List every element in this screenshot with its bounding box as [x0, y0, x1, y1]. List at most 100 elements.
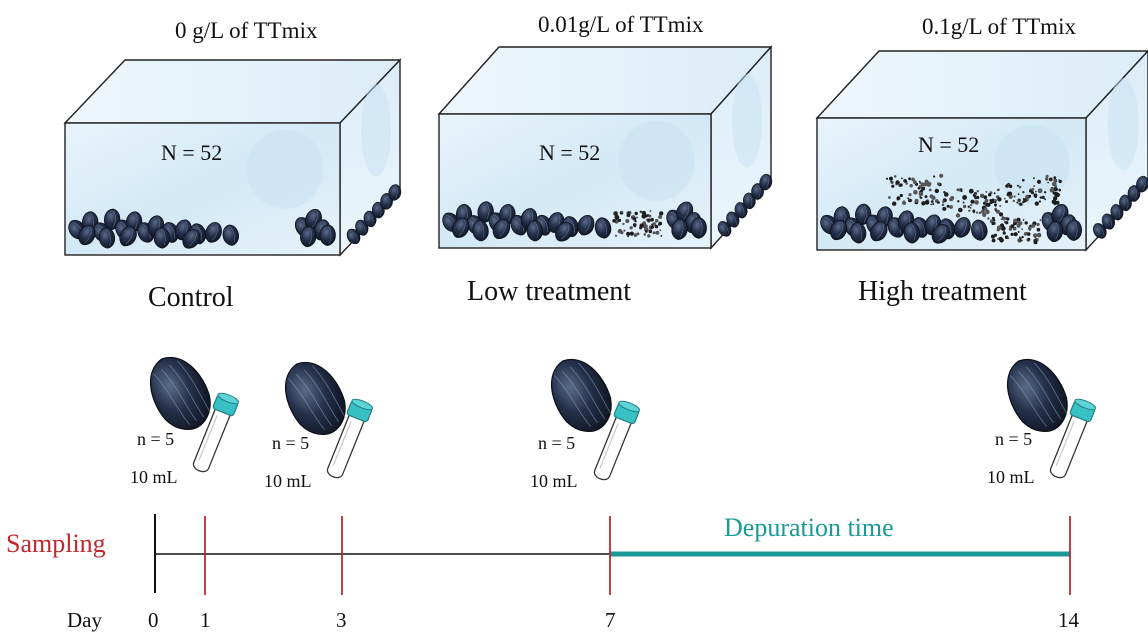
mussel-shell: [492, 219, 511, 240]
particle: [641, 214, 647, 219]
particle: [1021, 239, 1023, 242]
tank-low-count: N = 52: [539, 140, 601, 165]
particle: [993, 219, 996, 222]
particle: [1010, 224, 1015, 229]
tube-cap-top: [217, 392, 240, 405]
microplastic-cluster: [1003, 174, 1062, 206]
particle: [998, 212, 1004, 217]
particle: [1053, 196, 1058, 201]
mussel: [300, 225, 317, 248]
particle: [626, 213, 631, 218]
particle: [1008, 227, 1013, 231]
mussel-shell: [751, 183, 764, 200]
particle: [654, 224, 659, 229]
sample-mussel-icon: [149, 356, 212, 431]
particle: [997, 197, 1002, 202]
mussel-highlight: [479, 221, 485, 239]
particle: [975, 211, 979, 214]
mussel-growth-line: [161, 369, 198, 422]
tube-shine: [599, 423, 619, 469]
particle: [625, 219, 630, 223]
sample-mussel-icon: [284, 361, 347, 436]
particle: [930, 200, 934, 203]
mussel-highlight: [911, 224, 916, 241]
particle: [1016, 201, 1019, 204]
particle: [905, 182, 908, 185]
mussel: [119, 226, 137, 247]
particle: [994, 201, 997, 204]
tank-high-concentration: 0.1g/L of TTmix: [922, 14, 1076, 39]
particle: [902, 200, 906, 205]
mussel-shell: [903, 222, 920, 244]
particle: [1039, 219, 1042, 221]
mussel-shell: [671, 218, 688, 240]
mussel: [1046, 220, 1064, 243]
microplastic-cluster: [886, 173, 949, 207]
particle: [962, 204, 967, 209]
particle: [919, 181, 922, 185]
mussel-highlight: [125, 228, 134, 245]
particle: [634, 211, 638, 216]
mussel: [931, 224, 950, 244]
mussel: [742, 192, 756, 210]
mussel-highlight: [499, 221, 507, 237]
particle: [1008, 194, 1013, 199]
particle: [1013, 195, 1016, 198]
mussel-growth-line: [1010, 375, 1047, 427]
particle: [1008, 184, 1013, 189]
particle: [1029, 188, 1032, 191]
particle: [903, 179, 907, 183]
particle: [930, 203, 932, 206]
particle: [913, 180, 917, 185]
particle: [1012, 199, 1015, 203]
particle: [895, 180, 900, 185]
mussel-shell: [931, 224, 950, 244]
mussel-growth-line: [562, 371, 599, 424]
particle: [647, 234, 651, 238]
mussel-highlight: [534, 221, 539, 239]
mussel-highlight: [228, 226, 235, 243]
particle: [612, 219, 616, 223]
mussel-growth-line: [1026, 366, 1062, 420]
mussel-highlight: [917, 219, 925, 235]
particle: [1002, 216, 1006, 221]
particle: [985, 209, 990, 215]
particle: [1017, 198, 1021, 202]
water-wash: [1107, 78, 1139, 171]
particle: [886, 177, 889, 180]
sample-tube-icon: [1049, 398, 1097, 479]
particle: [654, 219, 659, 223]
mussel-highlight: [1058, 206, 1065, 223]
mussel-shell: [850, 222, 867, 244]
mussel: [204, 222, 222, 243]
particle: [1055, 200, 1060, 205]
particle: [1041, 195, 1045, 199]
tube-body: [593, 415, 633, 481]
particle: [982, 212, 987, 217]
mussel: [153, 227, 170, 249]
mussel-highlight: [386, 194, 390, 208]
mussel: [78, 224, 96, 246]
particle: [1031, 187, 1035, 191]
particle: [913, 190, 918, 195]
mussel-highlight: [765, 175, 769, 189]
sampling-axis-title: Sampling: [6, 529, 106, 558]
mussel-highlight: [327, 226, 332, 243]
particle: [911, 177, 915, 182]
mussel-highlight: [350, 230, 358, 241]
mussel-shell: [452, 217, 470, 238]
particle: [931, 195, 936, 200]
mussel-highlight: [359, 221, 366, 233]
mussel-shell: [1065, 219, 1082, 241]
particle: [617, 218, 622, 222]
mussel-highlight: [601, 219, 607, 236]
water-wash: [618, 120, 695, 202]
mussel-highlight: [721, 222, 729, 234]
sample-day7-volume: 10 mL: [530, 471, 578, 491]
particle: [641, 210, 647, 216]
particle: [890, 180, 892, 183]
mussel-shell: [78, 224, 96, 246]
mussel-shell: [526, 219, 543, 242]
tube-shine: [198, 415, 218, 461]
mussel: [870, 221, 888, 242]
